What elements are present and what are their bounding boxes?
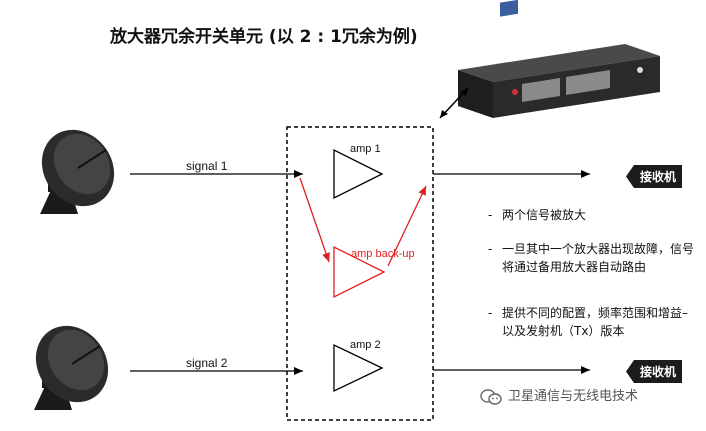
satellite-dish-icon	[40, 129, 115, 214]
amp-1-triangle	[333, 148, 384, 200]
receiver-2: 接收机	[626, 360, 683, 383]
bullet-item: - 一旦其中一个放大器出现故障，信号将通过备用放大器自动路由	[488, 242, 695, 274]
watermark-text: 卫星通信与无线电技术	[508, 389, 639, 404]
amp-2-label: amp 2	[350, 339, 381, 351]
wechat-watermark-icon	[480, 388, 502, 405]
amp-backup-label: amp back-up	[351, 248, 415, 260]
amp-backup-triangle	[333, 245, 386, 299]
bullet-item: - 提供不同的配置，频率范围和增益–以及发射机（Tx）版本	[488, 306, 689, 338]
backup-out-path	[387, 185, 427, 267]
receiver-1: 接收机	[626, 165, 683, 188]
signal-1-label: signal 1	[186, 159, 228, 173]
amp-1-label: amp 1	[350, 143, 381, 155]
rack-unit-device	[458, 0, 660, 118]
watermark: 卫星通信与无线电技术	[480, 385, 638, 406]
signal-2-label: signal 2	[186, 356, 228, 370]
amp-2-triangle	[333, 343, 384, 393]
bullet-item: - 两个信号被放大	[488, 208, 587, 222]
backup-in-path	[299, 177, 330, 263]
page-title: 放大器冗余开关单元 (以 2 : 1冗余为例)	[110, 27, 418, 47]
redundancy-switch-box	[286, 126, 434, 421]
satellite-dish-icon	[34, 325, 109, 410]
